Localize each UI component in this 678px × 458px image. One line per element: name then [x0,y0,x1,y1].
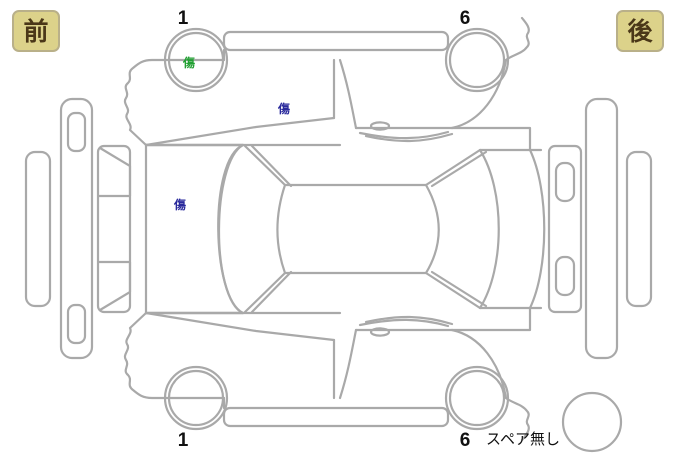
rear-door-curve-top-2 [364,132,454,143]
rear-door-curve-bottom-2 [364,315,454,326]
side-profile-bottom [123,306,532,442]
front-nose-profile-bottom [123,311,226,400]
rear-quarter-top [450,58,508,130]
rear-deck [478,148,546,310]
top-view-body [144,143,546,315]
wheel-front-right [444,27,510,93]
rear-bumper-end-right [625,150,653,308]
b-pillar-curve-bottom [338,328,358,400]
rear-taillight-lower [554,255,576,297]
wheel-rear-right-inner [448,369,506,427]
wheel-front-right-inner [448,31,506,89]
wheels-group [163,27,623,453]
hood-line-top [144,116,336,147]
side-profile-top [123,16,532,152]
front-fog-lower [97,260,132,312]
a-pillar-lower [243,271,287,314]
rear-door-curve-top [358,130,450,140]
front-headlight-lower [66,303,87,345]
spare-tire-label: スペア無し [486,430,560,448]
rear-bumper-center [547,144,583,314]
rear-lower-bottom [450,306,532,332]
a-pillar-lower-2 [250,270,293,314]
c-pillar-upper [424,148,482,187]
rear-tail-profile-top [504,16,530,62]
direction-badge-rear: 後 [616,10,664,52]
wheel-number-front-left: 1 [177,8,189,29]
rear-panel [584,97,619,360]
damage-mark-front-left-wheel: 傷 [183,56,196,70]
wheel-rear-left [163,365,229,431]
door-handle-bottom [369,327,391,337]
wheel-number-rear-right: 6 [459,430,471,451]
windshield-left-curve [217,143,245,315]
c-pillar-upper-2 [430,150,488,188]
hood-line-bottom [144,311,336,342]
rear-quarter-bottom [450,328,508,400]
side-sill-bottom [222,406,450,428]
roof-panel [276,183,440,275]
direction-badge-front: 前 [12,10,60,52]
damage-mark-front-left-quarter: 傷 [174,198,187,212]
rear-window-curve [478,148,500,310]
body-left-front-section [144,143,245,315]
rear-lower-top [450,126,532,152]
b-pillar-curve-top [338,58,358,130]
front-fog-upper [97,146,132,198]
front-headlight-upper [66,111,87,153]
spare-tire-circle [561,391,623,453]
rear-taillight-upper [554,161,576,203]
wheel-front-left-inner [167,31,225,89]
a-pillar-upper [243,144,287,187]
front-view-group [24,97,132,360]
c-pillar-lower [424,271,482,310]
door-handle-top [369,121,391,131]
wheel-rear-right [444,365,510,431]
a-pillar-upper-2 [250,144,293,188]
wheel-front-left [163,27,229,93]
c-pillar-lower-2 [430,270,488,308]
wheel-number-rear-left: 1 [177,430,189,451]
front-bumper-end-left [24,150,52,308]
rear-view-group [547,97,653,360]
wheel-rear-left-inner [167,369,225,427]
damage-mark-left-front-door: 傷 [278,102,291,116]
rear-tail-profile-bottom [504,396,530,442]
front-grille-panel [59,97,94,360]
rear-door-curve-bottom [358,318,450,328]
front-bumper-center [96,144,132,314]
side-sill-top [222,30,450,52]
front-nose-profile-top [123,58,226,147]
wheel-number-front-right: 6 [459,8,471,29]
